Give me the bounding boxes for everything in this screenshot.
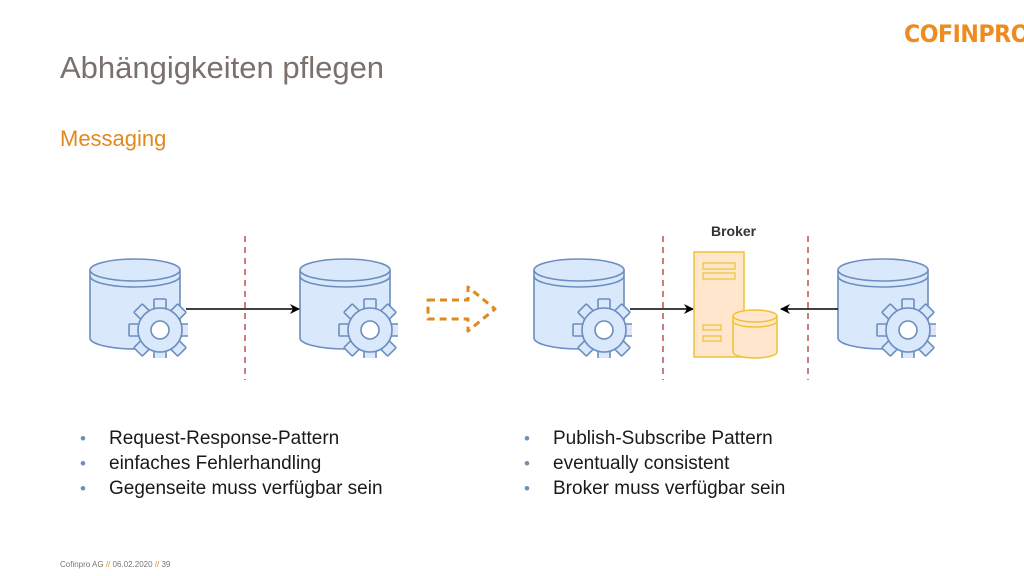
- footer-date: 06.02.2020: [112, 560, 153, 569]
- subscriber-icon: [837, 258, 936, 358]
- broker-label: Broker: [711, 223, 757, 239]
- list-item: Broker muss verfügbar sein: [524, 476, 785, 501]
- list-item: einfaches Fehlerhandling: [80, 451, 383, 476]
- dashed-arrow-icon: [426, 285, 497, 333]
- service-b-icon: [299, 258, 398, 358]
- footer-separator: //: [105, 560, 111, 569]
- request-response-list: Request-Response-Pattern einfaches Fehle…: [80, 426, 383, 501]
- list-item: Publish-Subscribe Pattern: [524, 426, 785, 451]
- page-subtitle: Messaging: [60, 126, 167, 151]
- publish-subscribe-list: Publish-Subscribe Pattern eventually con…: [524, 426, 785, 501]
- storage-icon: [732, 309, 778, 359]
- list-item: Request-Response-Pattern: [80, 426, 383, 451]
- list-item: Gegenseite muss verfügbar sein: [80, 476, 383, 501]
- list-item: eventually consistent: [524, 451, 785, 476]
- footer-separator: //: [154, 560, 160, 569]
- footer-page-number: 39: [161, 560, 171, 569]
- server-icon: [693, 251, 745, 358]
- company-logo: COFINPRO: [904, 20, 1024, 48]
- footer-company: Cofinpro AG: [60, 560, 104, 569]
- page-title: Abhängigkeiten pflegen: [60, 50, 385, 85]
- publisher-icon: [533, 258, 632, 358]
- footer: Cofinpro AG // 06.02.2020 // 39: [60, 560, 170, 569]
- service-a-icon: [89, 258, 188, 358]
